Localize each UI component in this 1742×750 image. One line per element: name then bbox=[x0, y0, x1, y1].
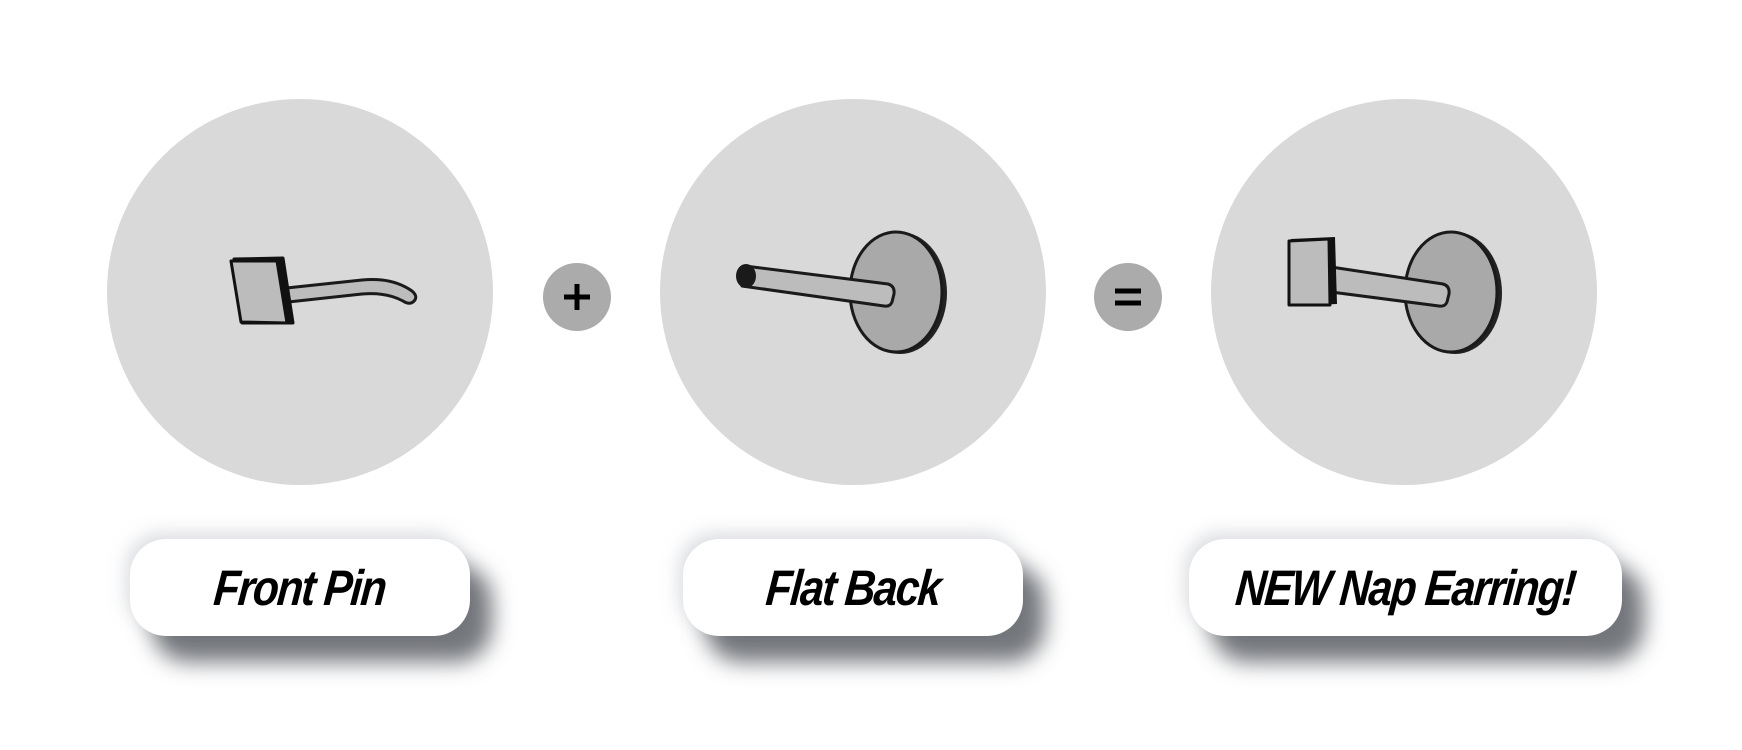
equals-icon bbox=[1115, 288, 1141, 306]
nap-earring-circle bbox=[1211, 99, 1597, 485]
front-pin-text: Front Pin bbox=[211, 559, 389, 616]
plus-operator bbox=[543, 263, 611, 331]
flat-back-text: Flat Back bbox=[763, 559, 943, 616]
front-pin-circle bbox=[107, 99, 493, 485]
flat-back-icon bbox=[736, 230, 947, 354]
flat-back-label: Flat Back bbox=[683, 539, 1023, 636]
front-pin-icon bbox=[229, 256, 418, 325]
front-pin-label: Front Pin bbox=[130, 539, 470, 636]
plus-icon bbox=[564, 284, 590, 310]
equals-operator bbox=[1094, 263, 1162, 331]
nap-earring-label: NEW Nap Earring! bbox=[1189, 539, 1622, 636]
nap-earring-icon bbox=[1287, 230, 1502, 354]
nap-earring-text: NEW Nap Earring! bbox=[1233, 559, 1578, 616]
flat-back-circle bbox=[660, 99, 1046, 485]
